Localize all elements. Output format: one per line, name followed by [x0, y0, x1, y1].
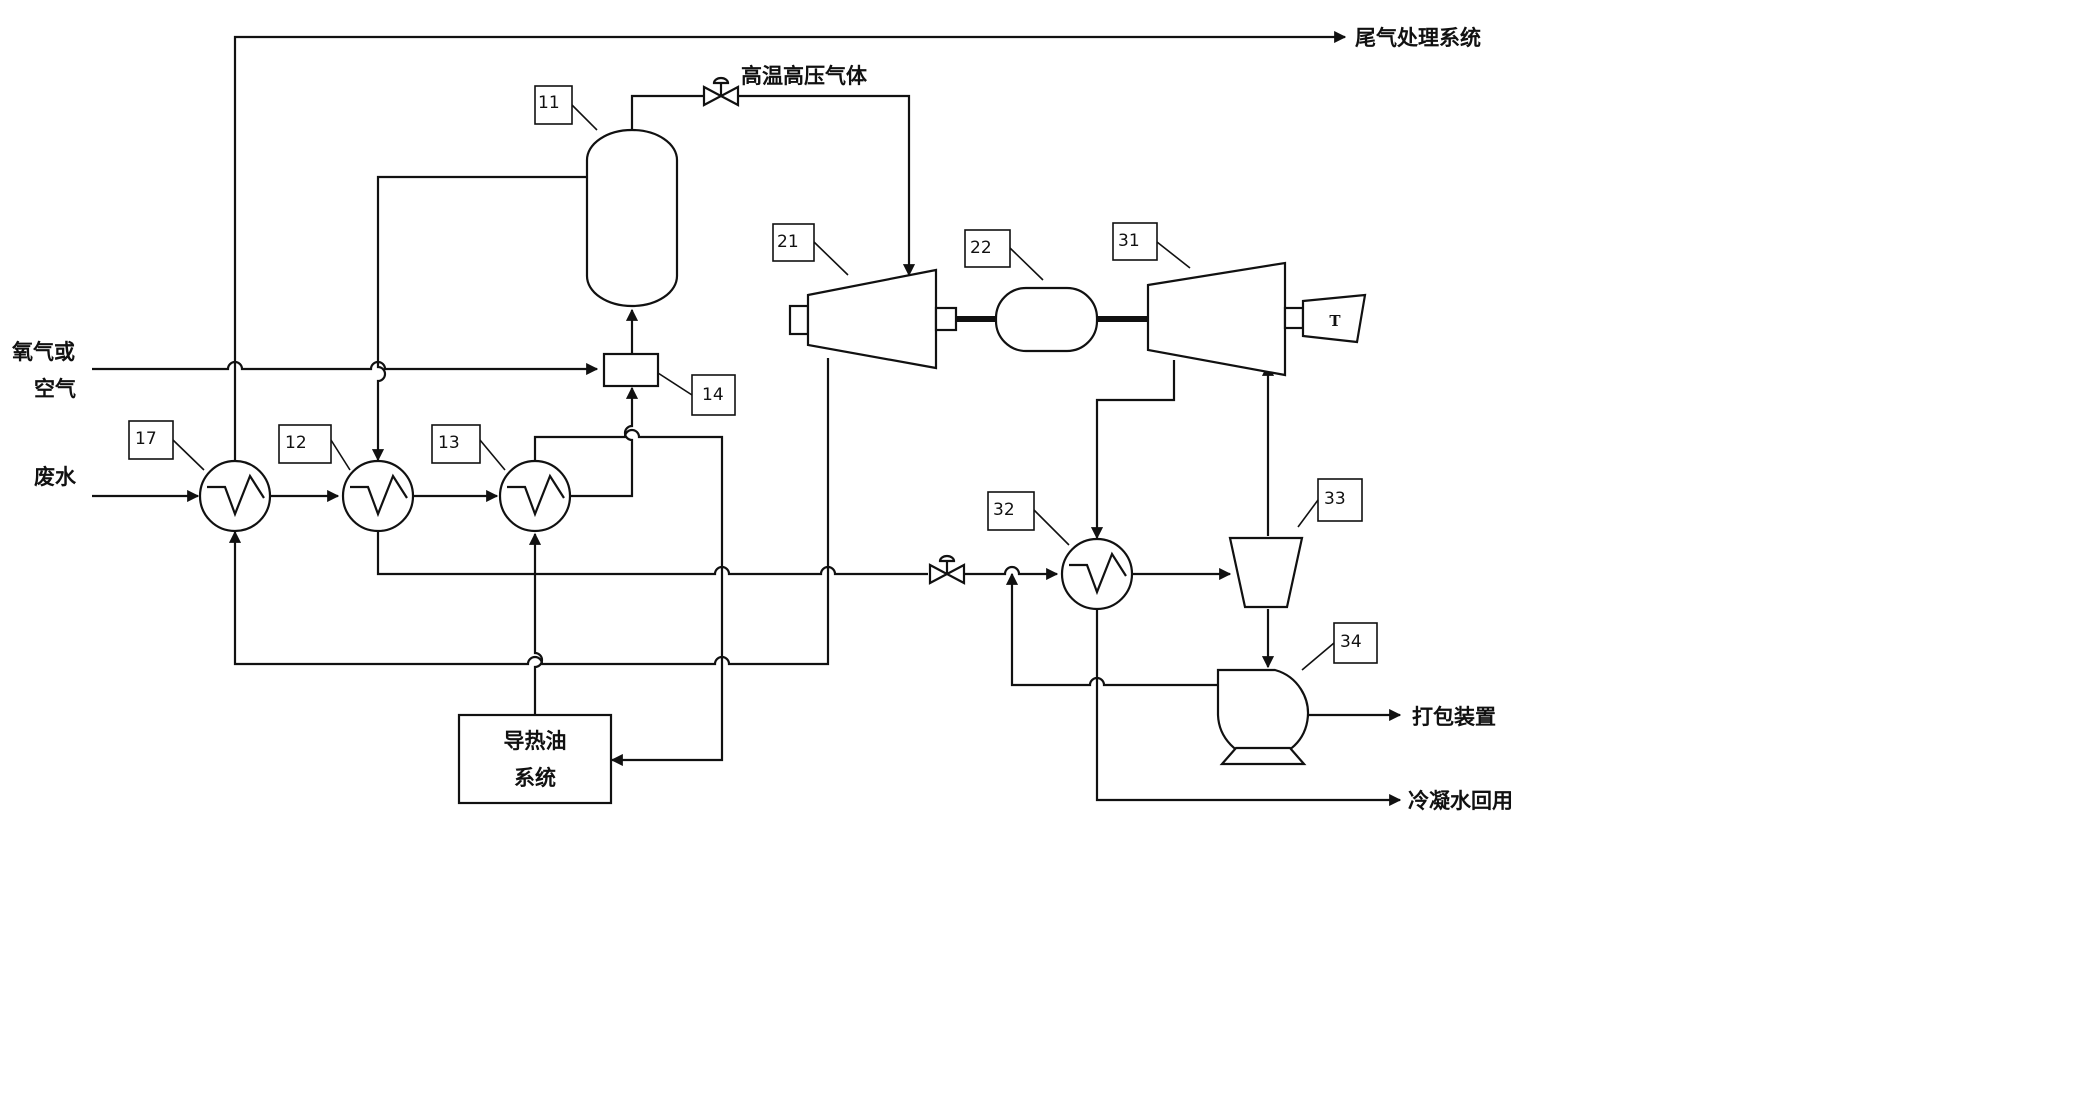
svg-text:33: 33: [1324, 489, 1346, 509]
pipe-hx13-to-oil-system: [533, 428, 724, 767]
pump-34[interactable]: [1216, 668, 1310, 766]
pipelines: [92, 30, 1402, 807]
tag-12: 12: [278, 424, 351, 471]
heat-exchanger-13[interactable]: [498, 459, 572, 533]
heat-exchanger-12[interactable]: [341, 459, 415, 533]
svg-text:17: 17: [135, 429, 157, 449]
wastewater-label: 废水: [34, 464, 77, 489]
tag-21: 21: [772, 223, 849, 276]
svg-text:11: 11: [538, 93, 560, 113]
oil-system-label-line1: 导热油: [504, 728, 567, 753]
condensate-reuse-label: 冷凝水回用: [1408, 788, 1513, 813]
svg-text:12: 12: [285, 433, 307, 453]
mixer-box[interactable]: [602, 352, 660, 388]
oil-system-label-line2: 系统: [514, 765, 556, 790]
pipe-oil-system-to-hx13: [528, 532, 544, 715]
valve-liquid-line[interactable]: [928, 554, 966, 585]
svg-text:13: 13: [438, 433, 460, 453]
tag-17: 17: [128, 420, 205, 471]
reactor-vessel[interactable]: [585, 128, 679, 308]
pipe-exhaust-line: [233, 30, 1347, 465]
exhaust-treatment-label: 尾气处理系统: [1355, 25, 1481, 50]
tag-22: 22: [964, 229, 1044, 281]
valve-gas-line[interactable]: [702, 76, 740, 107]
svg-text:21: 21: [777, 232, 799, 252]
separator-33[interactable]: [1228, 536, 1304, 609]
thermal-oil-system[interactable]: [457, 713, 613, 805]
pipe-reactor-to-hx12: [371, 175, 587, 462]
tag-33: 33: [1297, 478, 1363, 528]
packing-device-label: 打包装置: [1412, 704, 1496, 729]
hthp-gas-label: 高温高压气体: [741, 63, 868, 88]
pipe-turbine-to-hx17: [228, 358, 830, 666]
svg-text:32: 32: [993, 500, 1015, 520]
oxygen-label-line2: 空气: [34, 376, 76, 401]
tag-14: 14: [657, 372, 736, 416]
pipe-condensate-reuse: [1095, 610, 1402, 807]
svg-text:22: 22: [970, 238, 992, 258]
tag-11: 11: [534, 85, 598, 131]
tag-13: 13: [431, 424, 506, 471]
tag-32: 32: [987, 491, 1070, 546]
pipe-compressor-to-condenser: [1090, 360, 1176, 540]
tag-31: 31: [1112, 222, 1191, 269]
svg-text:34: 34: [1340, 632, 1362, 652]
pipe-hx12-to-condenser: [376, 532, 1057, 574]
oxygen-label-line1: 氧气或: [12, 339, 75, 364]
heat-exchanger-17[interactable]: [198, 459, 272, 533]
compressor-31[interactable]: T: [1146, 261, 1367, 377]
turbine-21[interactable]: [788, 268, 958, 370]
pipe-hx13-to-mixer: [571, 386, 639, 498]
svg-text:14: 14: [702, 385, 724, 405]
process-flow-diagram: T 11 17 12 13 14 21 22: [12, 25, 1513, 813]
svg-text:31: 31: [1118, 231, 1140, 251]
pipe-reactor-to-turbine: [630, 94, 909, 275]
turbine-t-label: T: [1329, 312, 1341, 330]
tag-34: 34: [1301, 622, 1378, 671]
pipe-oxygen-air: [92, 360, 599, 376]
generator-22[interactable]: [994, 286, 1099, 353]
condenser-32[interactable]: [1060, 537, 1134, 611]
